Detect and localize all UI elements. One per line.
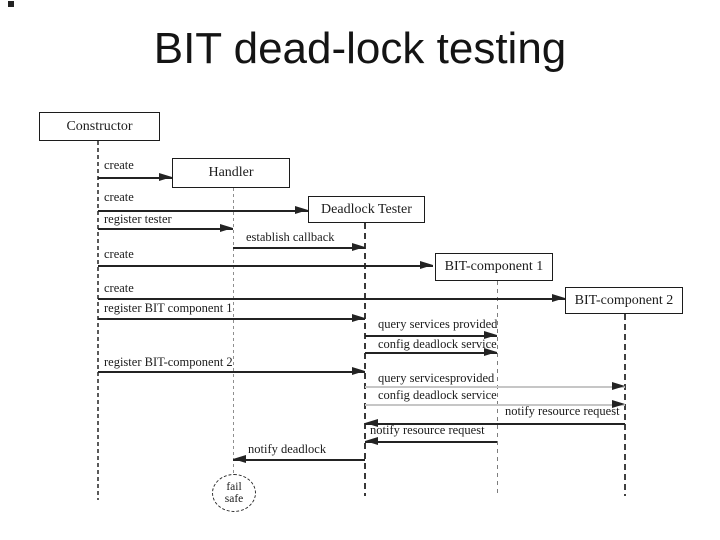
arrowhead-right-icon: [420, 261, 433, 270]
arrowhead-right-icon: [352, 314, 365, 323]
arrowhead-right-icon: [220, 224, 233, 233]
actor-box-bit-component-1: BIT-component 1: [435, 253, 553, 281]
message-line: [365, 404, 625, 406]
message-label: notify deadlock: [248, 442, 327, 456]
message-label: config deadlock service: [378, 388, 497, 402]
lifeline-deadlock-tester: [364, 223, 366, 496]
message-label: notify resource request: [505, 404, 620, 418]
arrowhead-right-icon: [352, 243, 365, 252]
message-line: [98, 228, 233, 230]
arrowhead-right-icon: [484, 348, 497, 357]
message-label: register BIT component 1: [104, 301, 233, 315]
arrowhead-right-icon: [612, 400, 625, 409]
lifeline-constructor: [97, 141, 99, 500]
arrowhead-right-icon: [612, 382, 625, 391]
message-line: [365, 386, 625, 388]
message-line: [365, 423, 625, 425]
message-line: [98, 265, 433, 267]
terminator-label-line: fail: [226, 481, 242, 493]
actor-box-handler: Handler: [172, 158, 290, 188]
message-label: create: [104, 158, 134, 172]
message-label: create: [104, 190, 134, 204]
message-label: query services provided: [378, 317, 498, 331]
message-line: [98, 371, 365, 373]
message-label: create: [104, 281, 134, 295]
actor-box-bit-component-2: BIT-component 2: [565, 287, 683, 314]
arrowhead-right-icon: [159, 173, 172, 182]
message-line: [98, 177, 172, 179]
arrowhead-left-icon: [365, 419, 378, 428]
message-label: config deadlock service: [378, 337, 497, 351]
message-label: register tester: [104, 212, 172, 226]
message-label: register BIT-component 2: [104, 355, 233, 369]
arrowhead-right-icon: [295, 206, 308, 215]
arrowhead-left-icon: [365, 437, 378, 446]
message-line: [98, 210, 308, 212]
arrowhead-left-icon: [233, 455, 246, 464]
message-label: create: [104, 247, 134, 261]
message-line: [233, 459, 365, 461]
message-line: [365, 441, 497, 443]
arrowhead-right-icon: [552, 294, 565, 303]
terminator-label-line: safe: [224, 493, 244, 505]
message-label: notify resource request: [370, 423, 485, 437]
arrowhead-right-icon: [484, 331, 497, 340]
lifeline-handler: [232, 188, 234, 474]
message-line: [233, 247, 365, 249]
arrowhead-right-icon: [352, 367, 365, 376]
actor-box-deadlock-tester: Deadlock Tester: [308, 196, 425, 223]
message-line: [98, 298, 565, 300]
message-line: [365, 352, 497, 354]
slide-title: BIT dead-lock testing: [153, 24, 567, 73]
message-label: query servicesprovided: [378, 371, 495, 385]
actor-box-constructor: Constructor: [39, 112, 160, 141]
lifeline-bit-component-1: [496, 281, 498, 496]
scan-artifact-speck: [8, 1, 14, 7]
message-line: [98, 318, 365, 320]
message-line: [365, 335, 497, 337]
message-label: establish callback: [246, 230, 335, 244]
lifeline-bit-component-2: [624, 314, 626, 496]
